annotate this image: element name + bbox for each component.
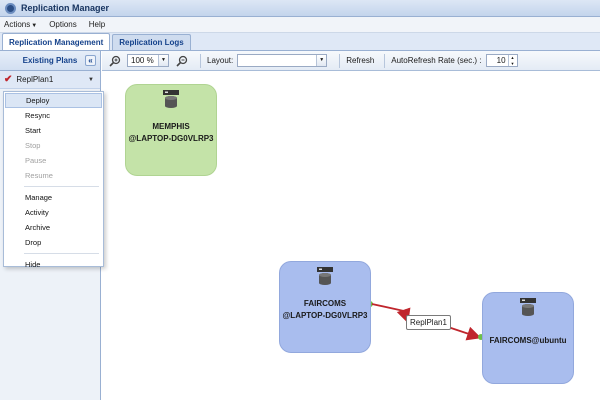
menu-actions[interactable]: Actions▼: [4, 20, 38, 29]
menu-bar: Actions▼ Options Help: [0, 17, 600, 33]
layout-label: Layout:: [207, 56, 234, 65]
refresh-button[interactable]: Refresh: [346, 56, 375, 65]
database-server-icon: [163, 90, 179, 108]
plan-context-menu: Deploy Resync Start Stop Pause Resume Ma…: [3, 91, 104, 269]
node-faircoms-laptop[interactable]: FAIRCOMS @LAPTOP-DG0VLRP3: [279, 261, 371, 353]
menu-options[interactable]: Options: [49, 20, 77, 29]
menu-item-resync[interactable]: Resync: [25, 111, 51, 120]
app-gear-icon: [5, 2, 16, 14]
menu-item-drop[interactable]: Drop: [25, 238, 42, 247]
sidebar-item-replplan1[interactable]: ✔ ReplPlan1 ▼: [0, 71, 100, 89]
spinner-arrows-icon[interactable]: ▲▼: [507, 55, 517, 66]
node-memphis[interactable]: MEMPHIS @LAPTOP-DG0VLRP3: [125, 84, 217, 176]
menu-item-resume: Resume: [25, 171, 53, 180]
node-label: FAIRCOMS@ubuntu: [489, 336, 567, 345]
chevron-down-icon: ▼: [158, 55, 168, 66]
autorefresh-label: AutoRefresh Rate (sec.) :: [391, 56, 482, 65]
tab-bar: Replication Management Replication Logs: [0, 33, 600, 51]
diagram-canvas[interactable]: MEMPHIS @LAPTOP-DG0VLRP3 FAIRCOMS @LAPTO…: [102, 71, 600, 400]
tab-replication-management[interactable]: Replication Management: [2, 33, 111, 50]
check-icon: ✔: [4, 74, 13, 85]
chevron-down-icon: ▼: [316, 55, 327, 66]
window-title: Replication Manager: [21, 3, 110, 13]
menu-item-activity[interactable]: Activity: [25, 208, 49, 217]
sidebar-title: Existing Plans: [22, 56, 78, 65]
menu-item-archive[interactable]: Archive: [25, 223, 51, 232]
node-label: FAIRCOMS @LAPTOP-DG0VLRP3: [282, 299, 368, 320]
sidebar-header: Existing Plans «: [0, 51, 100, 71]
node-faircoms-ubuntu[interactable]: FAIRCOMS@ubuntu: [482, 292, 574, 384]
menu-item-hide[interactable]: Hide: [25, 260, 41, 269]
chevron-down-icon: ▼: [31, 23, 38, 29]
plan-menu-chevron-icon[interactable]: ▼: [88, 77, 94, 83]
tab-replication-logs[interactable]: Replication Logs: [112, 34, 191, 50]
layout-select[interactable]: ▼: [237, 54, 328, 67]
database-server-icon: [317, 267, 333, 285]
toolbar-separator: [384, 53, 386, 68]
menu-separator: [24, 253, 99, 254]
menu-item-manage[interactable]: Manage: [25, 193, 53, 202]
zoom-select[interactable]: 100 % ▼: [127, 54, 169, 67]
zoom-in-icon[interactable]: [108, 54, 122, 68]
title-bar: Replication Manager: [0, 0, 600, 17]
node-label: MEMPHIS @LAPTOP-DG0VLRP3: [128, 122, 214, 143]
autorefresh-value: 10: [496, 56, 506, 65]
edge-label-replplan1[interactable]: ReplPlan1: [406, 315, 451, 330]
zoom-value: 100 %: [131, 56, 154, 65]
edge-arrow-1: [371, 303, 411, 324]
zoom-out-icon[interactable]: [175, 54, 189, 68]
menu-item-deploy[interactable]: Deploy: [5, 93, 102, 108]
menu-separator: [24, 186, 99, 187]
toolbar-separator: [200, 53, 201, 68]
menu-help[interactable]: Help: [88, 20, 106, 29]
database-server-icon: [520, 298, 536, 316]
toolbar-separator: [339, 53, 341, 68]
menu-item-stop: Stop: [25, 141, 41, 150]
toolbar: 100 % ▼ Layout: ▼ Refresh AutoRefresh Ra…: [102, 51, 600, 71]
menu-item-pause: Pause: [25, 156, 47, 165]
collapse-sidebar-button[interactable]: «: [85, 55, 96, 66]
autorefresh-rate-input[interactable]: 10 ▲▼: [485, 54, 518, 67]
menu-item-start[interactable]: Start: [25, 126, 41, 135]
plan-label: ReplPlan1: [16, 75, 54, 84]
